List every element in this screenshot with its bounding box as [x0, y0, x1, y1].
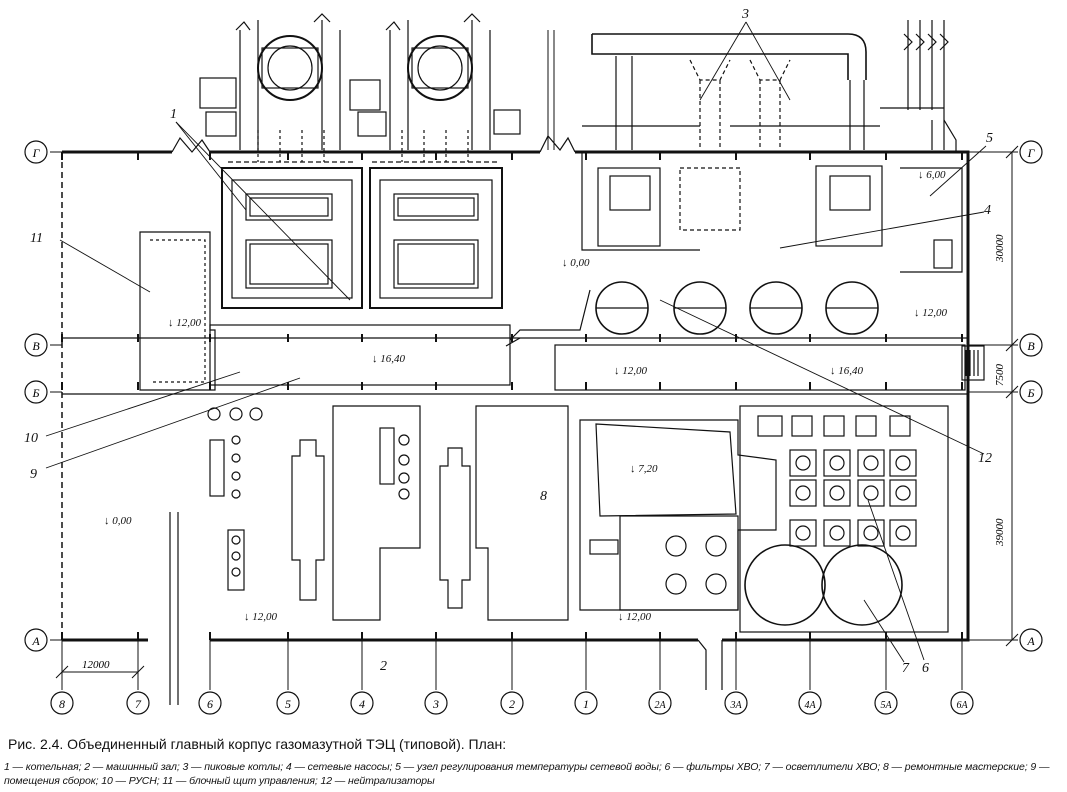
callout-2: 2: [380, 659, 387, 674]
dim-39000: 39000: [994, 518, 1006, 547]
area-7-20: [595, 423, 737, 517]
column-axis-labels: 8 7 6 5 4 3 2 1 2А 3А 4А 5А 6А: [59, 697, 968, 711]
plan-drawing: Г В Б А Г В Б А 8 7 6 5 4 3 2 1 2А 3А 4А…: [24, 7, 1043, 715]
elev-12-00-room11: ↓ 12,00: [168, 317, 202, 329]
elev-12-00-bottom-left: ↓ 12,00: [244, 611, 278, 623]
axis-row-V-left: В: [32, 339, 40, 353]
elev-12-00-right: ↓ 12,00: [914, 307, 948, 319]
pipe-risers-right: [880, 20, 957, 152]
axis-col-5A: 5А: [880, 700, 892, 711]
elevation-marks: ↓ 12,00 ↓ 16,40 ↓ 0,00 ↓ 12,00 ↓ 16,40 ↓…: [104, 169, 948, 623]
turbine-hall-8: [475, 405, 569, 621]
callout-11: 11: [30, 231, 43, 246]
callout-9: 9: [30, 467, 37, 482]
rail-line: [547, 30, 555, 150]
axis-col-3A: 3А: [729, 700, 742, 711]
hvo-filters: [757, 415, 917, 547]
axis-row-A-right: А: [1026, 634, 1035, 648]
axis-col-4A: 4А: [804, 700, 816, 711]
axis-col-8: 8: [59, 697, 65, 711]
callout-5: 5: [986, 131, 993, 146]
elev-7-20: ↓ 7,20: [630, 463, 658, 475]
axis-row-G-left: Г: [32, 146, 41, 160]
axis-col-1: 1: [583, 697, 589, 711]
turbine-2: [291, 439, 325, 601]
dim-30000: 30000: [994, 234, 1006, 263]
axis-col-6: 6: [207, 697, 213, 711]
column-axis-markers: [50, 691, 974, 715]
stair-right: [961, 345, 985, 381]
elev-12-00-bottom-mid: ↓ 12,00: [618, 611, 652, 623]
axis-row-G-right: Г: [1027, 146, 1036, 160]
small-equipment: [207, 407, 410, 577]
panel-block-c: [227, 529, 245, 591]
row-axis-markers: [24, 140, 1043, 652]
callout-4: 4: [984, 203, 991, 218]
panel-block-a: [209, 439, 225, 497]
elev-12-00-corridor: ↓ 12,00: [614, 365, 648, 377]
axis-row-B-right: Б: [1026, 386, 1034, 400]
turbine-hall-2: [332, 405, 421, 621]
notch-roof-2: [539, 134, 576, 153]
pump-4: [933, 239, 953, 269]
axis-col-4: 4: [359, 697, 365, 711]
notch-roof-1: [171, 136, 211, 153]
clarifier-tanks: [744, 544, 903, 626]
deaerator-bay-right: [554, 344, 966, 391]
elev-6-00: ↓ 6,00: [918, 169, 946, 181]
column-marks: [61, 152, 963, 640]
peak-boilers: [581, 56, 883, 251]
axis-row-B-left: Б: [31, 386, 39, 400]
top-pipe: [591, 33, 867, 80]
row-axis-lines: [50, 151, 1018, 641]
column-axis-lines: [61, 640, 963, 690]
boiler-2: [369, 130, 503, 309]
stack-equipment-2: [357, 13, 521, 150]
figure-legend: 1 — котельная; 2 — машинный зал; 3 — пик…: [4, 761, 1050, 787]
row-axis-labels: Г В Б А Г В Б А: [31, 146, 1035, 648]
outer-wall: [62, 150, 970, 642]
axis-col-2: 2: [509, 697, 515, 711]
callout-3: 3: [741, 7, 749, 22]
column-line: [169, 512, 179, 705]
callout-7: 7: [902, 661, 910, 676]
neutralizer-tanks: [505, 281, 879, 347]
callout-1: 1: [170, 107, 177, 122]
elev-0-00-left: ↓ 0,00: [104, 515, 132, 527]
axis-row-V-right: В: [1027, 339, 1035, 353]
elev-16-40-right: ↓ 16,40: [830, 365, 864, 377]
stair-hatch: [965, 350, 979, 376]
axis-col-5: 5: [285, 697, 291, 711]
callout-10: 10: [24, 431, 38, 446]
axis-col-7: 7: [135, 697, 142, 711]
panel-block-b: [379, 427, 395, 485]
boiler-1: [221, 130, 363, 309]
figure-caption: Рис. 2.4. Объединенный главный корпус га…: [8, 736, 507, 752]
axis-col-6A: 6А: [956, 700, 968, 711]
room-11-inner: [150, 239, 206, 383]
dim-7500: 7500: [994, 364, 1006, 387]
deaerator-bay: [209, 324, 511, 386]
stack-equipment-1: [199, 13, 381, 150]
axis-col-2A: 2А: [654, 700, 666, 711]
elev-0-00-top: ↓ 0,00: [562, 257, 590, 269]
callout-numbers: 1 2 3 4 5 6 7 8 9 10 11 12: [24, 7, 993, 676]
dim-12000: 12000: [82, 659, 110, 671]
leader-1b: [175, 121, 247, 211]
leader-lines: [45, 21, 987, 663]
pump-circles: [589, 515, 739, 611]
callout-6: 6: [922, 661, 929, 676]
axis-row-A-left: А: [31, 634, 40, 648]
callout-8: 8: [540, 489, 547, 504]
exit-stub: [697, 639, 723, 690]
room-5-wall: [900, 167, 963, 273]
callout-12: 12: [978, 451, 992, 466]
elev-16-40-left: ↓ 16,40: [372, 353, 406, 365]
room-11: [139, 231, 216, 391]
axis-col-3: 3: [432, 697, 439, 711]
hvo-room: [739, 405, 949, 633]
turbine-1: [439, 447, 471, 609]
